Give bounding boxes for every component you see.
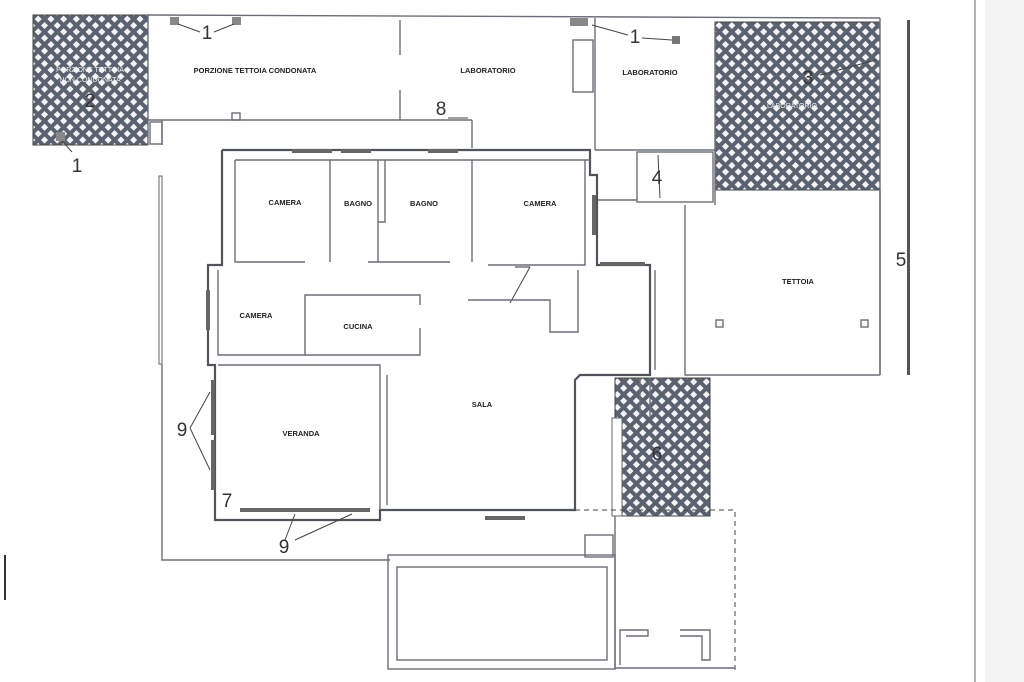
label-cucina: CUCINA: [343, 322, 373, 331]
label-bagno: BAGNO: [410, 199, 438, 208]
label-laboratorio: LABORATORIO: [460, 66, 515, 75]
marker-1: 1: [630, 27, 641, 48]
boundary-line-5: [907, 20, 910, 375]
label-veranda: VERANDA: [282, 429, 320, 438]
marker-9: 9: [279, 537, 290, 558]
outdoor-structures: [161, 190, 881, 670]
marker-3: 3: [803, 68, 814, 89]
hatched-area-6: [614, 377, 711, 517]
marker-1: 1: [72, 156, 83, 177]
marker-7: 7: [222, 491, 233, 512]
leader-lines: [61, 23, 877, 541]
marker-1: 1: [202, 23, 213, 44]
marker-4: 4: [652, 168, 663, 189]
label-laboratorio: LABORATORIO: [622, 68, 677, 77]
marker-2: 2: [85, 91, 96, 112]
marker-9: 9: [177, 420, 188, 441]
hatched-area-3: [714, 21, 881, 191]
scan-margin: [985, 0, 1024, 682]
label-sala: SALA: [472, 400, 493, 409]
label-laboratorio: LABORATORIO: [767, 103, 817, 110]
boundary-line-left: [158, 175, 163, 365]
label-tettoia-non-condonata: PORZIONE TETTOIA: [56, 67, 124, 74]
top-structures: [56, 14, 881, 375]
label-bagno: BAGNO: [344, 199, 372, 208]
label-camera: CAMERA: [524, 199, 557, 208]
hatched-area-2: [32, 14, 149, 146]
label-camera: CAMERA: [269, 198, 302, 207]
marker-8: 8: [436, 99, 447, 120]
label-tettoia-non-condonata-2: NON CONDONATA: [59, 77, 121, 84]
marker-6: 6: [652, 444, 663, 465]
marker-5: 5: [896, 250, 907, 271]
label-tettoia: TETTOIA: [782, 277, 815, 286]
label-camera: CAMERA: [240, 311, 273, 320]
label-tettoia-condonata: PORZIONE TETTOIA CONDONATA: [194, 66, 317, 75]
house-walls: [206, 148, 656, 522]
